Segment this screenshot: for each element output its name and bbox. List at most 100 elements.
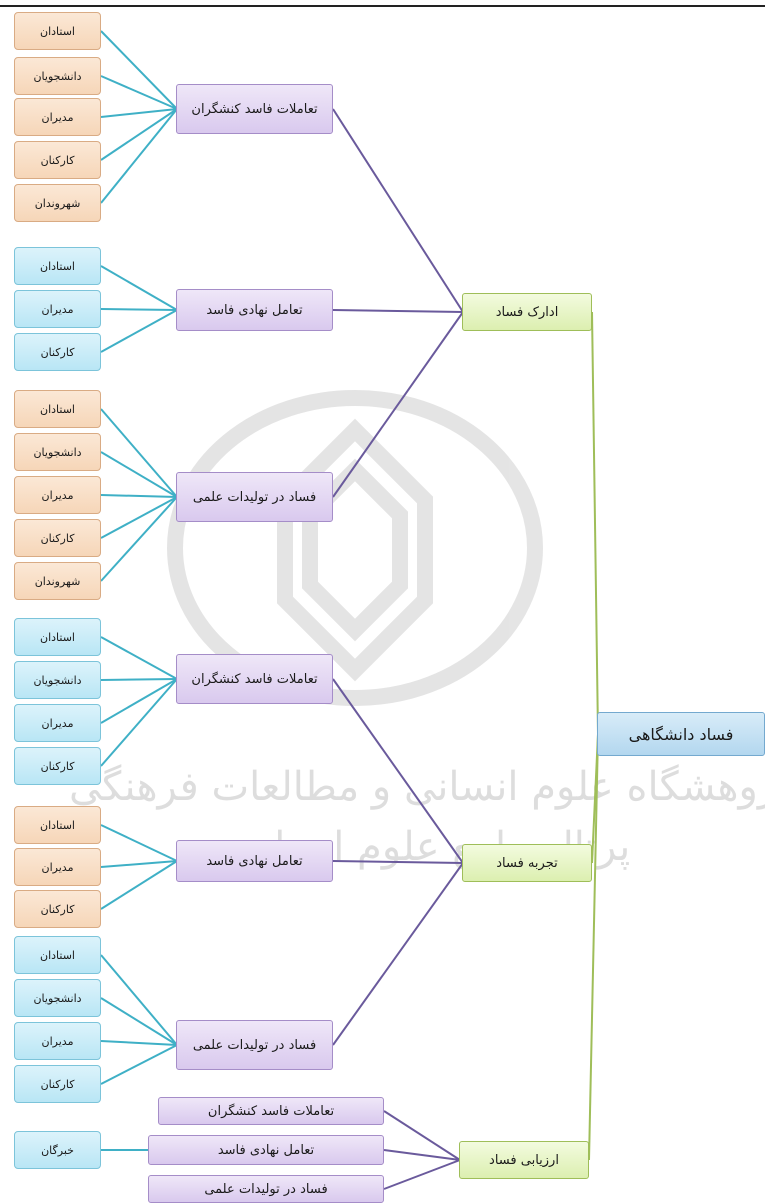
leaf-label: کارکنان (40, 345, 75, 359)
leaf-connector (100, 265, 178, 311)
subcategory-node: تعامل نهادی فاسد (176, 289, 333, 331)
subcategory-node: فساد در تولیدات علمی (148, 1175, 384, 1203)
leaf-node: کارکنان (14, 1065, 101, 1103)
leaf-connector (100, 636, 178, 680)
leaf-label: دانشجویان (33, 69, 82, 83)
leaf-label: استادان (40, 948, 75, 962)
leaf-node: شهروندان (14, 184, 101, 222)
category-node-evaluation: ارزیابی فساد (459, 1141, 589, 1179)
subcategory-node: فساد در تولیدات علمی (176, 472, 333, 522)
category-node-experience: تجربه فساد (462, 844, 592, 882)
leaf-node: شهروندان (14, 562, 101, 600)
subcategory-node: تعاملات فاسد کنشگران (176, 84, 333, 134)
leaf-node: استادان (14, 247, 101, 285)
leaf-node: دانشجویان (14, 433, 101, 471)
subcategory-label: تعاملات فاسد کنشگران (191, 101, 318, 117)
leaf-connector (100, 678, 178, 767)
leaf-connector (100, 678, 178, 724)
leaf-connector (100, 997, 178, 1046)
leaf-node: کارکنان (14, 890, 101, 928)
leaf-node: کارکنان (14, 333, 101, 371)
subcategory-connector (383, 1110, 461, 1161)
leaf-connector (100, 408, 178, 498)
subcategory-connector (383, 1159, 461, 1190)
subcategory-node: تعاملات فاسد کنشگران (158, 1097, 384, 1125)
subcategory-connector (332, 311, 464, 498)
leaf-connector (100, 451, 178, 498)
subcategory-label: تعامل نهادی فاسد (217, 1142, 315, 1158)
leaf-node: خبرگان (14, 1131, 101, 1169)
subcategory-connector (332, 309, 464, 313)
subcategory-label: تعاملات فاسد کنشگران (207, 1103, 335, 1119)
leaf-node: دانشجویان (14, 661, 101, 699)
leaf-connector (100, 75, 178, 110)
leaf-label: دانشجویان (33, 991, 82, 1005)
subcategory-label: فساد در تولیدات علمی (192, 489, 317, 505)
leaf-connector (100, 108, 178, 204)
leaf-label: شهروندان (34, 574, 81, 588)
leaf-label: استادان (40, 818, 75, 832)
root-node: فساد دانشگاهی (597, 712, 765, 756)
leaf-node: استادان (14, 618, 101, 656)
category-connector (591, 311, 599, 735)
category-label: ادارک فساد (495, 304, 559, 320)
leaf-connector (100, 494, 178, 498)
leaf-connector (100, 860, 178, 910)
leaf-label: مدیران (41, 110, 74, 124)
leaf-connector (100, 678, 178, 681)
leaf-connector (100, 496, 178, 539)
subcategory-connector (332, 678, 464, 864)
leaf-label: استادان (40, 24, 75, 38)
leaf-node: دانشجویان (14, 57, 101, 95)
subcategory-node: تعاملات فاسد کنشگران (176, 654, 333, 704)
subcategory-connector (332, 862, 464, 1046)
leaf-label: کارکنان (40, 531, 75, 545)
leaf-connector (100, 860, 178, 868)
leaf-node: مدیران (14, 1022, 101, 1060)
leaf-connector (100, 309, 178, 353)
category-node-perception: ادارک فساد (462, 293, 592, 331)
leaf-connector (100, 954, 178, 1046)
leaf-label: کارکنان (40, 759, 75, 773)
leaf-node: استادان (14, 936, 101, 974)
leaf-node: کارکنان (14, 747, 101, 785)
subcategory-node: تعامل نهادی فاسد (176, 840, 333, 882)
subcategory-connector (383, 1149, 461, 1161)
leaf-label: کارکنان (40, 1077, 75, 1091)
subcategory-label: فساد در تولیدات علمی (204, 1181, 328, 1197)
leaf-label: استادان (40, 630, 75, 644)
top-rule (0, 5, 765, 7)
leaf-label: مدیران (41, 860, 74, 874)
leaf-node: استادان (14, 12, 101, 50)
leaf-label: خبرگان (41, 1143, 74, 1157)
leaf-connector (100, 1040, 178, 1046)
watermark-line-1: پژوهشگاه علوم انسانی و مطالعات فرهنگی (69, 764, 765, 810)
leaf-node: مدیران (14, 98, 101, 136)
leaf-label: مدیران (41, 716, 74, 730)
subcategory-connector (332, 108, 464, 313)
category-label: ارزیابی فساد (489, 1152, 559, 1168)
leaf-label: دانشجویان (33, 445, 82, 459)
subcategory-label: تعامل نهادی فاسد (206, 302, 303, 318)
leaf-node: مدیران (14, 848, 101, 886)
leaf-label: کارکنان (40, 153, 75, 167)
leaf-label: استادان (40, 402, 75, 416)
leaf-node: کارکنان (14, 519, 101, 557)
leaf-connector (100, 1044, 178, 1085)
leaf-node: دانشجویان (14, 979, 101, 1017)
leaf-connector (100, 496, 178, 582)
leaf-label: دانشجویان (33, 673, 82, 687)
leaf-label: مدیران (41, 488, 74, 502)
leaf-connector (100, 824, 178, 862)
category-label: تجربه فساد (496, 855, 558, 871)
leaf-label: استادان (40, 259, 75, 273)
leaf-node: مدیران (14, 290, 101, 328)
leaf-label: مدیران (41, 302, 74, 316)
leaf-label: مدیران (41, 1034, 74, 1048)
leaf-connector (100, 308, 178, 311)
subcategory-label: تعاملات فاسد کنشگران (191, 671, 318, 687)
subcategory-connector (332, 860, 464, 864)
leaf-label: کارکنان (40, 902, 75, 916)
leaf-node: استادان (14, 390, 101, 428)
leaf-node: استادان (14, 806, 101, 844)
